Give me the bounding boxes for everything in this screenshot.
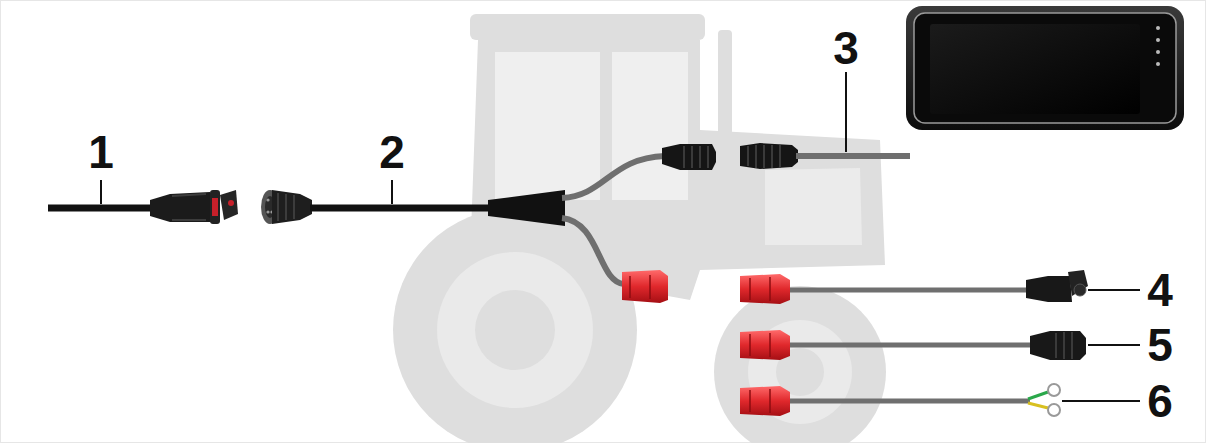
adapter-cable-4 [740, 270, 1088, 304]
cable-3 [740, 143, 910, 169]
leader-lines [101, 72, 1140, 401]
cable-1 [48, 190, 238, 224]
adapter-cable-6 [740, 384, 1060, 416]
callout-holder: 5 [1147, 322, 1173, 368]
callout-number: 4 [1147, 264, 1173, 316]
callout-holder: 2 [379, 129, 405, 175]
callout-number: 1 [88, 126, 114, 178]
callout-holder: 4 [1147, 267, 1173, 313]
callout-number: 5 [1147, 319, 1173, 371]
tractor-watermark [393, 14, 886, 443]
callout-holder: 6 [1147, 378, 1173, 424]
callout-number: 2 [379, 126, 405, 178]
callout-number: 3 [833, 22, 859, 74]
callout-holder: 1 [88, 129, 114, 175]
adapter-cable-5 [740, 330, 1086, 360]
callout-number: 6 [1147, 375, 1173, 427]
display-terminal [906, 6, 1184, 130]
callout-holder: 3 [833, 25, 859, 71]
cable-2 [261, 144, 716, 303]
